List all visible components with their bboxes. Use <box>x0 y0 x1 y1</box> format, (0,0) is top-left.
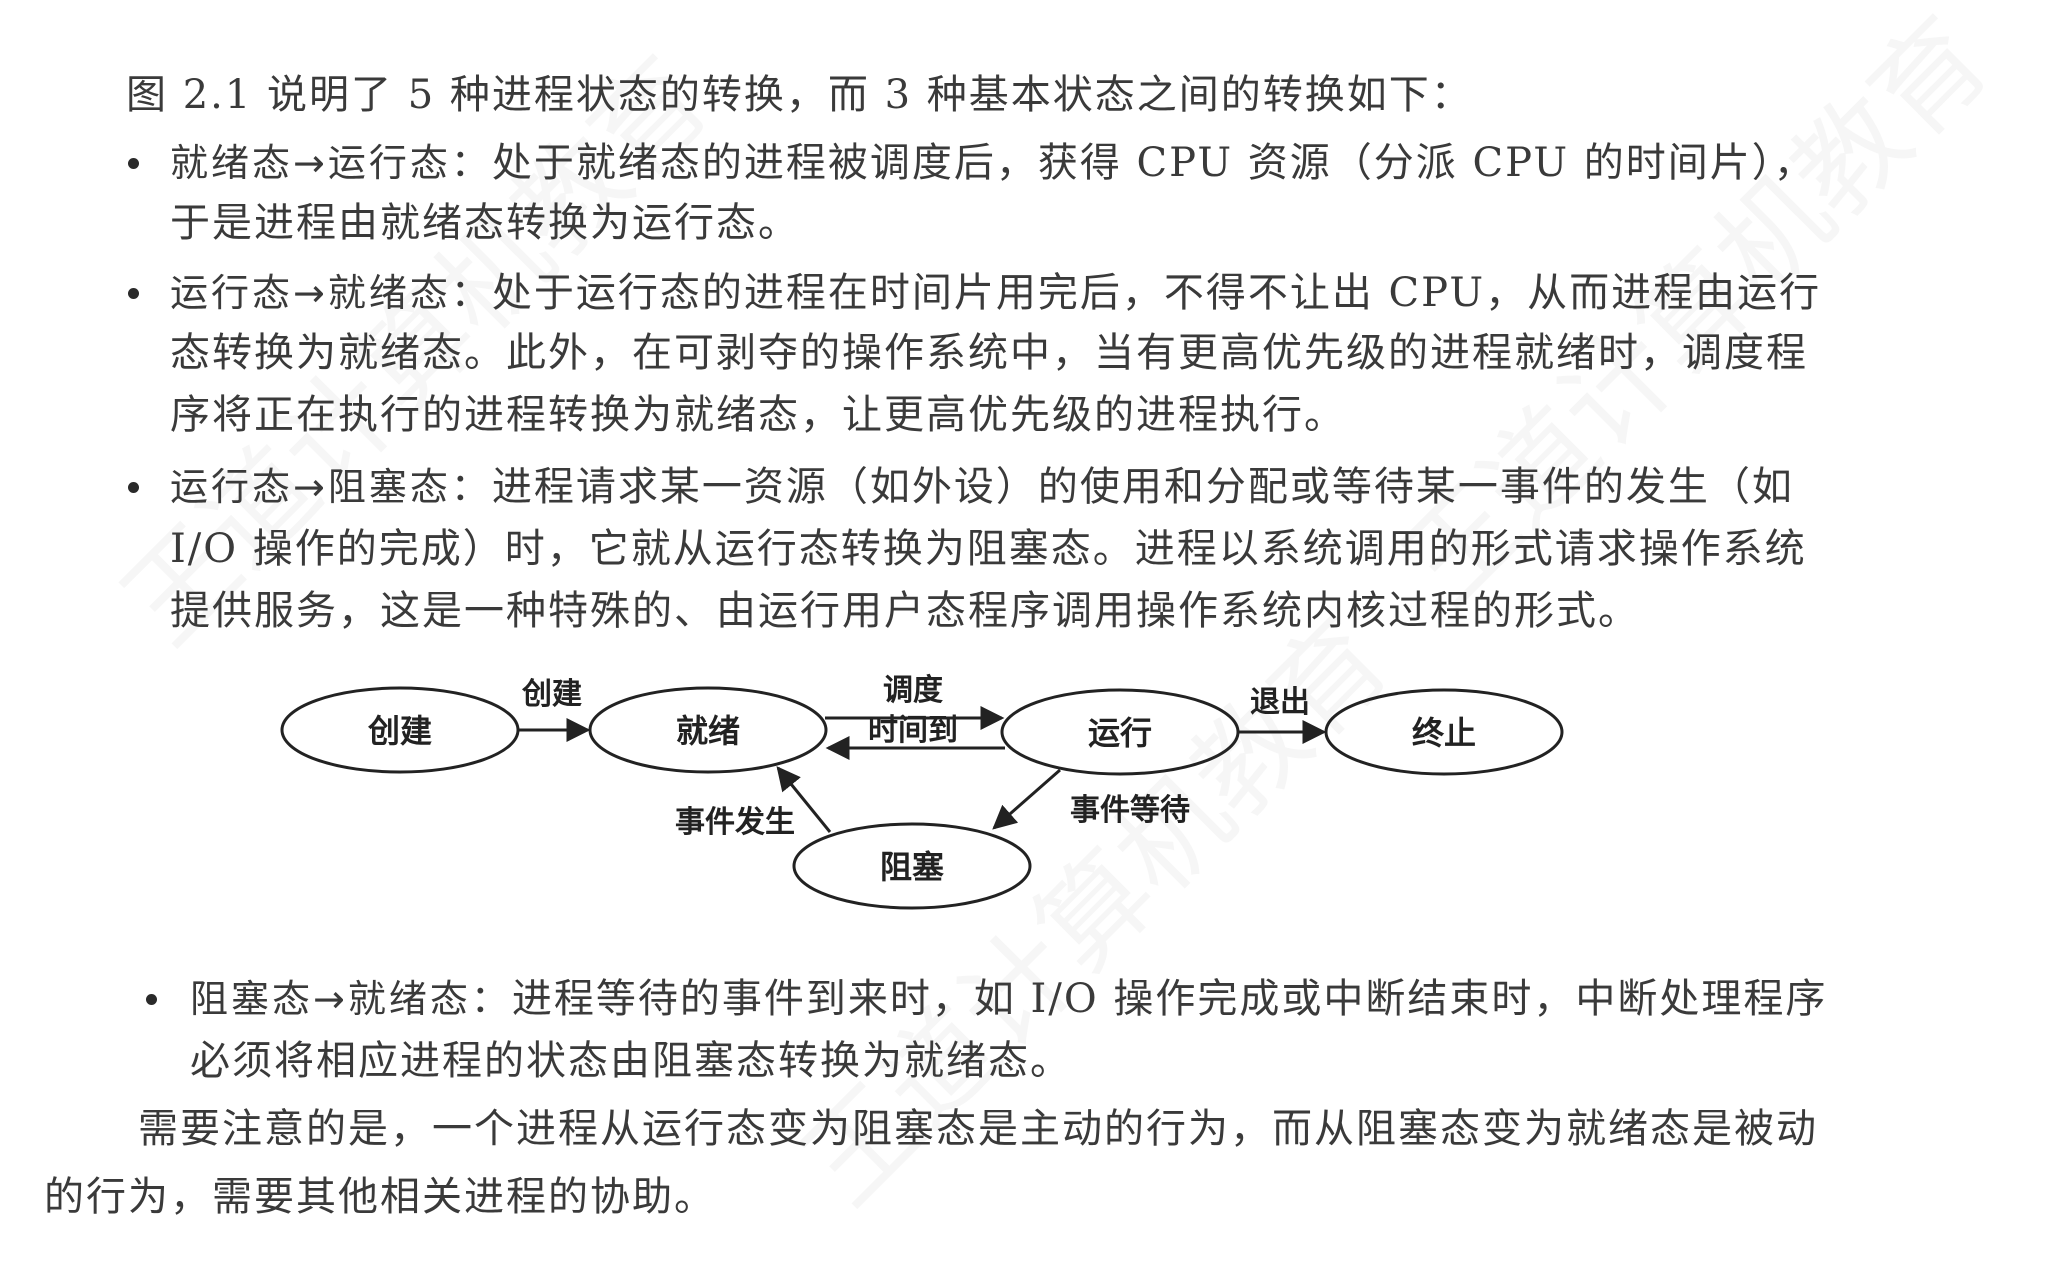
item-text: 处于运行态的进程在时间片用完后，不得不让出 CPU，从而进程由运行 <box>491 270 1822 316</box>
item-continuation: 于是进程由就绪态转换为运行态。 <box>170 200 800 246</box>
note-continuation: 的行为，需要其他相关进程的协助。 <box>44 1174 716 1220</box>
state-label: 阻塞 <box>880 848 944 886</box>
item-continuation: 必须将相应进程的状态由阻塞态转换为就绪态。 <box>190 1038 1072 1084</box>
list-item-running-to-blocked: 运行态→阻塞态：进程请求某一资源（如外设）的使用和分配或等待某一事件的发生（如 <box>170 462 1794 512</box>
state-label: 创建 <box>367 712 432 750</box>
transition-term: 运行态→阻塞态： <box>170 465 492 509</box>
item-text: 处于就绪态的进程被调度后，获得 CPU 资源（分派 CPU 的时间片）， <box>491 140 1816 186</box>
list-item-running-to-ready: 运行态→就绪态：处于运行态的进程在时间片用完后，不得不让出 CPU，从而进程由运… <box>170 268 1821 318</box>
transition-label: 退出 <box>1250 685 1310 720</box>
list-item-ready-to-running: 就绪态→运行态：处于就绪态的进程被调度后，获得 CPU 资源（分派 CPU 的时… <box>170 138 1816 188</box>
item-text: 进程请求某一资源（如外设）的使用和分配或等待某一事件的发生（如 <box>491 464 1794 510</box>
state-label: 就绪 <box>676 712 740 750</box>
transition-label: 创建 <box>521 677 582 712</box>
bullet <box>128 482 139 493</box>
process-state-diagram: 创建 就绪 运行 终止 阻塞 创建 调度 时间到 退出 事件等待 事件发生 <box>280 673 1564 910</box>
transition-term: 就绪态→运行态： <box>170 141 492 185</box>
item-continuation: I/O 操作的完成）时，它就从运行态转换为阻塞态。进程以系统调用的形式请求操作系… <box>170 526 1807 572</box>
note-paragraph: 需要注意的是，一个进程从运行态变为阻塞态是主动的行为，而从阻塞态变为就绪态是被动 <box>138 1106 1818 1152</box>
item-continuation: 态转换为就绪态。此外，在可剥夺的操作系统中，当有更高优先级的进程就绪时，调度程 <box>170 330 1808 376</box>
bullet <box>128 158 139 169</box>
state-running: 运行 <box>1000 688 1240 776</box>
transition-label: 事件等待 <box>1070 793 1190 828</box>
list-item-blocked-to-ready: 阻塞态→就绪态：进程等待的事件到来时，如 I/O 操作完成或中断结束时，中断处理… <box>190 974 1827 1024</box>
bullet <box>128 288 139 299</box>
state-blocked: 阻塞 <box>792 822 1032 910</box>
intro-paragraph: 图 2.1 说明了 5 种进程状态的转换，而 3 种基本状态之间的转换如下： <box>126 72 1473 118</box>
transition-label: 时间到 <box>868 713 958 748</box>
transition-term: 运行态→就绪态： <box>170 271 492 315</box>
state-terminate: 终止 <box>1324 688 1564 776</box>
transition-label: 事件发生 <box>675 805 795 840</box>
item-continuation: 序将正在执行的进程转换为就绪态，让更高优先级的进程执行。 <box>170 392 1346 438</box>
item-text: 进程等待的事件到来时，如 I/O 操作完成或中断结束时，中断处理程序 <box>511 976 1828 1022</box>
state-label: 运行 <box>1088 714 1152 752</box>
state-create: 创建 <box>280 686 520 774</box>
bullet <box>146 994 157 1005</box>
arrow-running-to-blocked <box>992 768 1061 830</box>
state-ready: 就绪 <box>588 686 828 774</box>
item-continuation: 提供服务，这是一种特殊的、由运行用户态程序调用操作系统内核过程的形式。 <box>170 588 1640 634</box>
transition-term: 阻塞态→就绪态： <box>190 977 512 1021</box>
transition-label: 调度 <box>883 673 943 708</box>
state-label: 终止 <box>1412 714 1476 752</box>
arrow-blocked-to-ready <box>776 766 832 833</box>
